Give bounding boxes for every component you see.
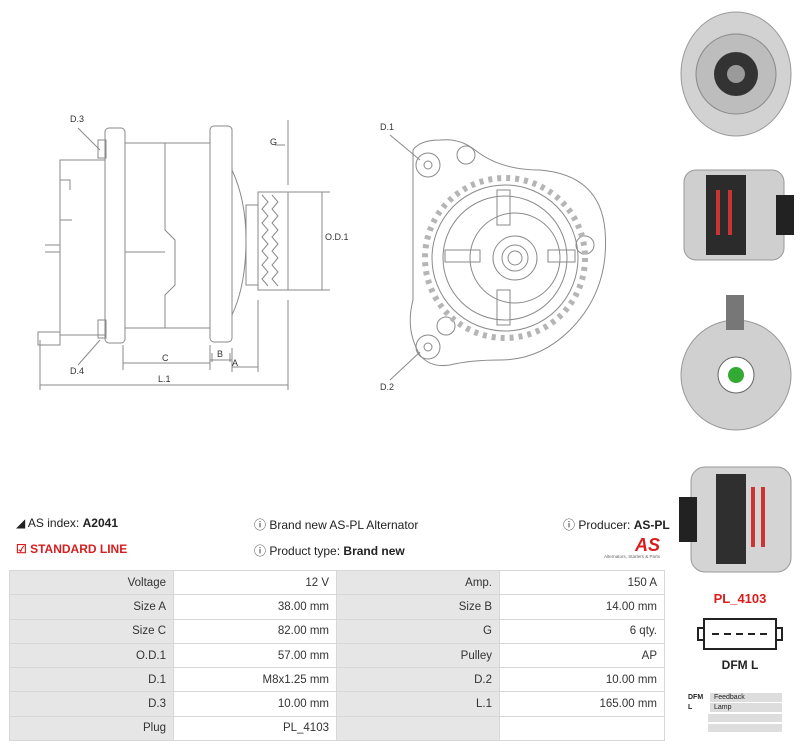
spec-value: 10.00 mm (499, 667, 665, 693)
label-d4: D.4 (70, 366, 84, 376)
producer-label: Producer: (578, 518, 631, 532)
label-b: B (217, 349, 223, 359)
label-a: A (232, 358, 238, 368)
producer-value: AS-PL (633, 518, 670, 532)
label-d3: D.3 (70, 114, 84, 124)
plug-pins-label: DFM L (721, 658, 759, 672)
spec-value: 14.00 mm (499, 594, 665, 620)
check-icon: ☑ (16, 542, 27, 556)
product-photo-rear (680, 295, 792, 431)
legend-row: L Lamp (688, 703, 782, 712)
product-photo-side-2 (679, 466, 792, 573)
spec-value: 165.00 mm (499, 691, 665, 717)
label-g: G (270, 137, 277, 147)
front-view-labels: D.1 D.2 (380, 122, 394, 392)
spec-label (336, 715, 500, 742)
side-view (37, 120, 330, 390)
tag-icon: ◢ (16, 516, 26, 530)
spec-value: 57.00 mm (173, 642, 337, 669)
plug-title: PL_4103 (713, 591, 767, 606)
spec-value: 12 V (173, 569, 337, 596)
label-l1: L.1 (158, 374, 171, 384)
producer: ⓘ Producer: AS-PL (563, 516, 670, 533)
front-view (389, 134, 607, 381)
technical-drawing: D.3 G O.D.1 D.4 C B A L.1 D.1 D.2 (37, 114, 607, 392)
spec-label: L.1 (336, 691, 500, 717)
spec-label: Size A (9, 594, 174, 620)
spec-label: Amp. (336, 569, 500, 596)
side-view-labels: D.3 G O.D.1 D.4 C B A L.1 (70, 114, 349, 384)
info-icon: ⓘ (254, 518, 267, 532)
plug-connector-icon (697, 618, 783, 650)
product-photo-front (680, 11, 792, 137)
spec-label: Size C (9, 618, 174, 644)
legend-row: DFM Feedback (688, 693, 782, 702)
spec-label: Pulley (336, 642, 500, 669)
spec-label: O.D.1 (9, 642, 174, 669)
as-pl-logo: AS Alternators, Starters & Parts (596, 536, 660, 559)
spec-label: D.2 (336, 667, 500, 693)
info-icon: ⓘ (563, 518, 576, 532)
logo-tagline: Alternators, Starters & Parts (603, 554, 660, 559)
as-index-value: A2041 (82, 516, 118, 530)
spec-label: D.3 (9, 691, 174, 717)
legend-desc: Lamp (709, 703, 782, 712)
standard-line: ☑ STANDARD LINE (16, 542, 127, 556)
legend-code: DFM (688, 694, 704, 701)
spec-value: 6 qty. (499, 618, 665, 644)
logo-mark: AS (634, 535, 660, 555)
description: ⓘ Brand new AS-PL Alternator (254, 516, 418, 533)
info-icon: ⓘ (254, 544, 267, 558)
label-c: C (162, 353, 169, 363)
spec-label: Size B (336, 594, 500, 620)
label-d1: D.1 (380, 122, 394, 132)
legend-desc: Feedback (709, 693, 782, 702)
as-index: ◢ AS index: A2041 (16, 516, 118, 530)
spec-value: PL_4103 (173, 715, 337, 742)
spec-value: 38.00 mm (173, 594, 337, 620)
product-type-value: Brand new (343, 544, 405, 558)
product-photo-side (683, 169, 794, 261)
spec-label: Plug (9, 715, 174, 742)
spec-label: G (336, 618, 500, 644)
product-type-label: Product type: (269, 544, 341, 558)
spec-value: AP (499, 642, 665, 669)
spec-value: M8x1.25 mm (173, 667, 337, 693)
standard-line-label: STANDARD LINE (30, 542, 128, 556)
label-od1: O.D.1 (325, 232, 349, 242)
spec-label: Voltage (9, 569, 174, 596)
legend-filler-bars (708, 714, 782, 732)
label-d2: D.2 (380, 382, 394, 392)
as-index-label: AS index: (27, 516, 80, 530)
spec-value: 82.00 mm (173, 618, 337, 644)
spec-label: D.1 (9, 667, 174, 693)
legend-code: L (688, 704, 693, 711)
product-type: ⓘ Product type: Brand new (254, 542, 405, 559)
spec-value: 10.00 mm (173, 691, 337, 717)
spec-value: 150 A (499, 569, 665, 596)
spec-value (499, 715, 665, 742)
description-text: Brand new AS-PL Alternator (269, 518, 419, 532)
